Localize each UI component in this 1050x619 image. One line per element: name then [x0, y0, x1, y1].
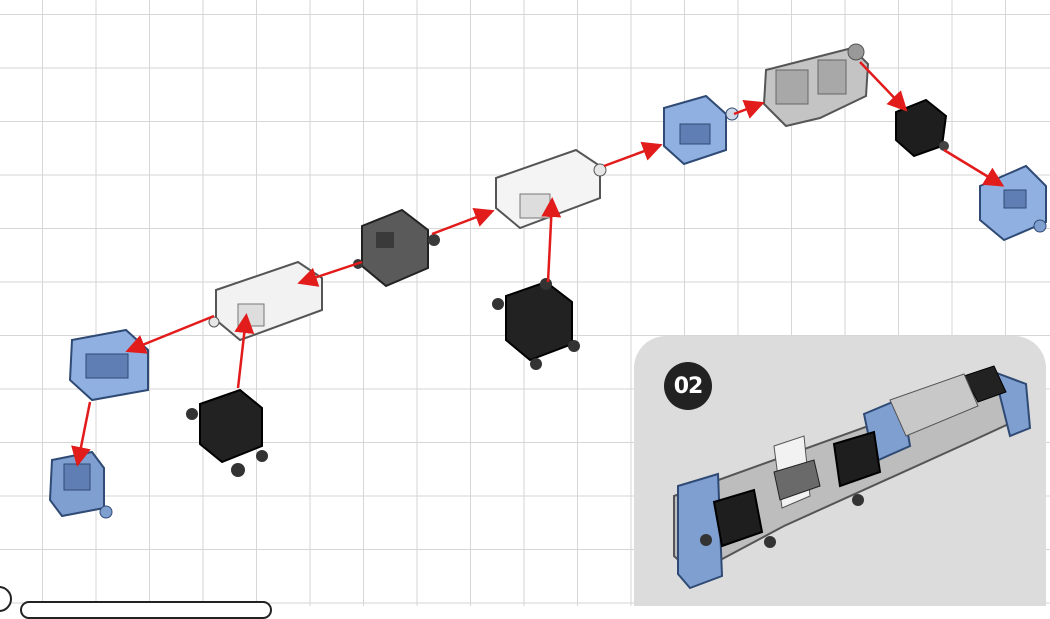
arrow-9 — [859, 61, 908, 112]
blue-connector-block-3 — [663, 94, 739, 166]
arrow-3 — [234, 313, 255, 389]
assembly-arrows — [71, 61, 1005, 467]
black-clip-connector — [895, 98, 949, 158]
arrow-4 — [297, 260, 363, 287]
white-bracket-1 — [208, 260, 323, 342]
gray-hinge-plate — [762, 43, 870, 128]
arrow-8 — [733, 100, 765, 119]
blue-connector-block-1 — [48, 450, 113, 519]
arrow-10 — [943, 148, 1005, 187]
exploded-assembly-diagram — [48, 43, 1047, 519]
bottom-tab-decoration — [20, 601, 272, 619]
black-cube-connector-2 — [492, 278, 580, 370]
arrow-2 — [125, 314, 215, 354]
arrow-7 — [603, 141, 663, 168]
step-number-badge: 02 — [664, 362, 712, 410]
arrow-1 — [71, 401, 92, 467]
arrow-5 — [431, 207, 495, 236]
black-cube-connector-1 — [186, 388, 268, 477]
arrow-6 — [541, 197, 562, 283]
blue-connector-block-2 — [68, 328, 149, 402]
dark-gray-cube-connector — [353, 208, 440, 288]
assembled-part-illustration — [673, 365, 1032, 590]
